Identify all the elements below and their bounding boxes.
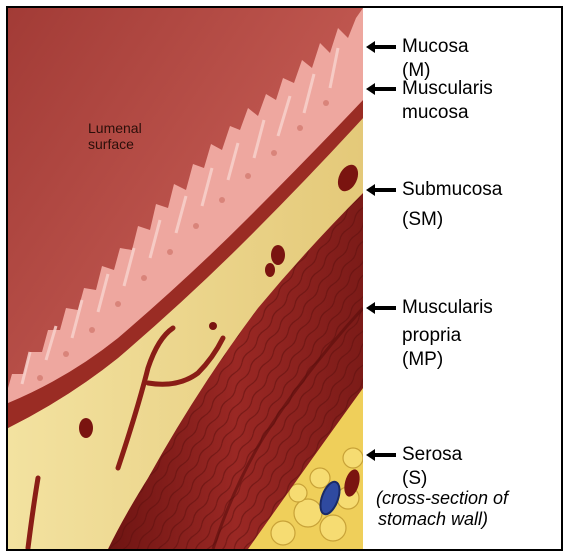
arrow-left-icon [366, 40, 396, 54]
lumenal-label-line: Lumenal [88, 120, 142, 136]
figure-caption: (cross-section of stomach wall) [376, 488, 508, 530]
layer-name: Muscularis [402, 77, 493, 101]
arrow-left-icon [366, 301, 396, 315]
caption-line: stomach wall) [376, 509, 508, 530]
layer-name: Serosa (S) [402, 443, 462, 491]
diagram-frame: Lumenal surface Mucosa (M) Muscularis mu… [6, 6, 563, 551]
arrow-left-icon [366, 82, 396, 96]
lumenal-label-line: surface [88, 136, 142, 152]
layer-name: (SM) [402, 208, 443, 232]
layer-name: mucosa [402, 101, 469, 125]
layer-name: propria (MP) [402, 324, 461, 372]
layer-name: Submucosa [402, 178, 502, 202]
layer-name: Muscularis [402, 296, 493, 320]
lumenal-surface-label: Lumenal surface [88, 120, 142, 152]
caption-line: (cross-section of [376, 488, 508, 509]
layer-name: Mucosa (M) [402, 35, 469, 83]
stomach-wall-illustration [8, 8, 363, 549]
arrow-left-icon [366, 448, 396, 462]
arrow-left-icon [366, 183, 396, 197]
